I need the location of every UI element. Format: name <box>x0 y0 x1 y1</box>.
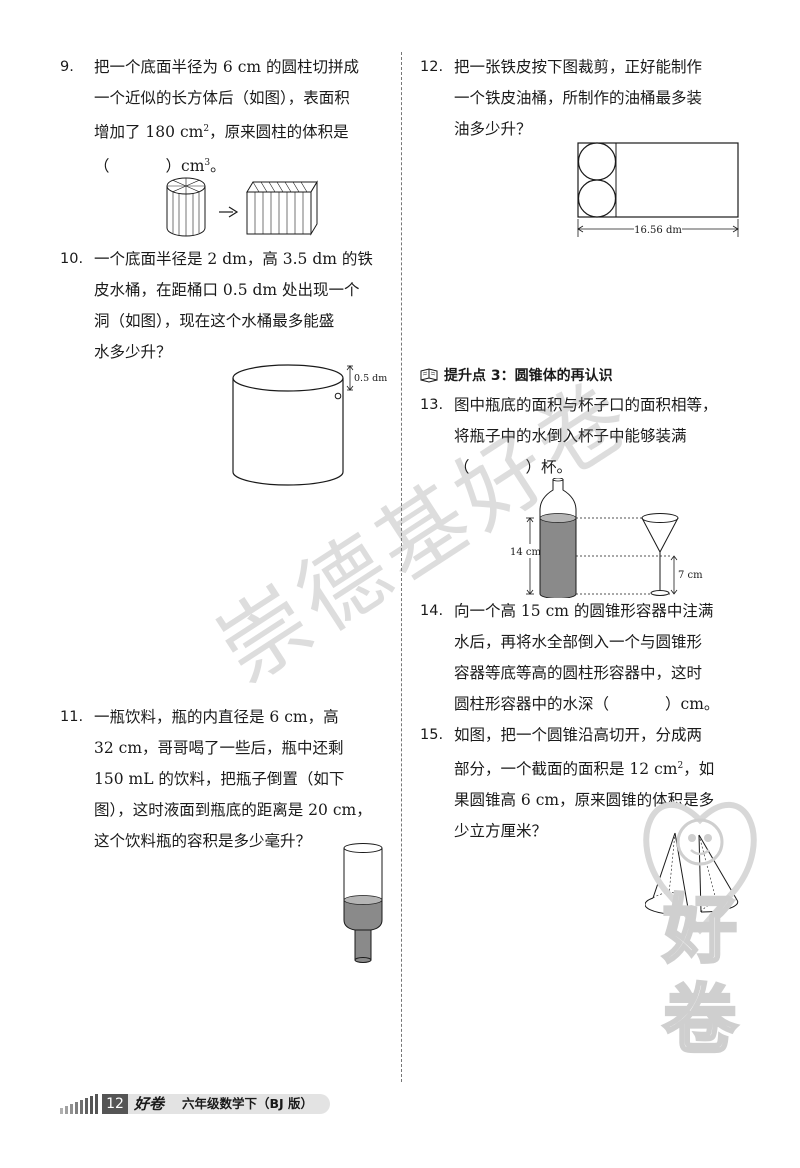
problem-11: 11. 一瓶饮料，瓶的内直径是 6 cm，高 32 cm，哥哥喝了一些后，瓶中还… <box>60 702 390 963</box>
problem-14: 14. 向一个高 15 cm 的圆锥形容器中注满 水后，再将水全部倒入一个与圆锥… <box>420 596 760 720</box>
water-height-label: 14 cm <box>510 547 542 558</box>
problem-line: 一个底面半径是 2 dm，高 3.5 dm 的铁 <box>94 250 373 268</box>
mascot-char-juan: 卷 <box>663 977 738 1060</box>
answer-blank[interactable] <box>110 151 166 182</box>
problem-line: 部分，一个截面的面积是 12 cm2，如 <box>454 760 715 779</box>
problem-number: 11. <box>60 709 84 725</box>
problem-line: （ ）cm3。 <box>94 148 390 182</box>
footer-bars-icon <box>60 1094 98 1114</box>
problem-line: 水多少升？ <box>94 343 172 361</box>
problem-15: 15. 如图，把一个圆锥沿高切开，分成两 部分，一个截面的面积是 12 cm2，… <box>420 720 760 915</box>
problem-number: 9. <box>60 59 74 75</box>
sheet-length-label: 16.56 dm <box>634 225 682 236</box>
footer-band <box>128 1094 330 1114</box>
problem-10: 10. 一个底面半径是 2 dm，高 3.5 dm 的铁 皮水桶，在距桶口 0.… <box>60 244 390 486</box>
problem-line: 圆柱形容器中的水深（ ）cm。 <box>454 689 760 720</box>
hole-distance-label: 0.5 dm <box>354 373 387 384</box>
problem-line: 一个铁皮油桶，所制作的油桶最多装 <box>454 89 703 107</box>
section-title: 提升点 3：圆锥体的再认识 <box>444 368 613 384</box>
problem-line: 增加了 180 cm2，原来圆柱的体积是 <box>94 123 349 142</box>
problem-line: 容器等底等高的圆柱形容器中，这时 <box>454 664 703 682</box>
problem-number: 14. <box>420 603 444 619</box>
page-footer: 12 好卷 六年级数学下（BJ 版） <box>60 1092 330 1116</box>
problem-line: 果圆锥高 6 cm，原来圆锥的体积是多 <box>454 791 715 810</box>
problem-line: 洞（如图），现在这个水桶最多能盛 <box>94 312 335 330</box>
problem-line: 油多少升？ <box>454 120 532 138</box>
problem-9: 9. 把一个底面半径为 6 cm 的圆柱切拼成 一个近似的长方体后（如图），表面… <box>60 52 390 237</box>
problem-line: 将瓶子中的水倒入杯子中能够装满 <box>454 427 687 445</box>
bucket-figure: 0.5 dm <box>232 364 387 486</box>
problem-line: 水后，再将水全部倒入一个与圆锥形 <box>454 633 703 651</box>
problem-line: （ ）杯。 <box>454 452 760 483</box>
problem-line: 150 mL 的饮料，把瓶子倒置（如下 <box>94 770 345 788</box>
problem-line: 32 cm，哥哥喝了一些后，瓶中还剩 <box>94 739 344 757</box>
problem-line: 一瓶饮料，瓶的内直径是 6 cm，高 <box>94 708 339 726</box>
problem-line: 这个饮料瓶的容积是多少毫升？ <box>94 832 312 850</box>
problem-number: 10. <box>60 251 84 267</box>
problem-13: 13. 图中瓶底的面积与杯子口的面积相等， 将瓶子中的水倒入杯子中能够装满 （ … <box>420 390 760 598</box>
problem-line: 向一个高 15 cm 的圆锥形容器中注满 <box>454 602 714 620</box>
problem-12: 12. 把一张铁皮按下图裁剪，正好能制作 一个铁皮油桶，所制作的油桶最多装 油多… <box>420 52 760 237</box>
problem-number: 13. <box>420 397 444 413</box>
problem-line: 图中瓶底的面积与杯子口的面积相等， <box>454 396 718 414</box>
problem-line: 少立方厘米？ <box>454 822 548 841</box>
inverted-bottle-figure <box>343 843 383 963</box>
page-number: 12 <box>102 1094 128 1114</box>
problem-line: 如图，把一个圆锥沿高切开，分成两 <box>454 726 703 744</box>
problem-line: 一个近似的长方体后（如图），表面积 <box>94 89 350 107</box>
problem-line: 把一个底面半径为 6 cm 的圆柱切拼成 <box>94 58 360 76</box>
problem-number: 12. <box>420 59 444 75</box>
bottle-and-cup-figure: 14 cm 7 cm <box>509 478 703 598</box>
book-icon <box>420 368 438 383</box>
problem-line: 图），这时液面到瓶底的距离是 20 cm， <box>94 801 372 819</box>
split-cone-figure <box>645 832 739 915</box>
cylinder-to-cuboid-figure <box>166 177 318 237</box>
answer-blank[interactable] <box>609 689 665 720</box>
problem-number: 15. <box>420 727 444 743</box>
iron-sheet-figure: 16.56 dm <box>577 142 739 237</box>
problem-line: 把一张铁皮按下图裁剪，正好能制作 <box>454 58 703 76</box>
cup-height-label: 7 cm <box>678 570 703 581</box>
section-heading: 提升点 3：圆锥体的再认识 <box>420 364 760 386</box>
footer-logo: 好卷 <box>134 1095 165 1113</box>
problem-line: 皮水桶，在距桶口 0.5 dm 处出现一个 <box>94 281 360 299</box>
column-divider <box>401 52 402 1082</box>
book-title: 六年级数学下（BJ 版） <box>182 1096 314 1111</box>
